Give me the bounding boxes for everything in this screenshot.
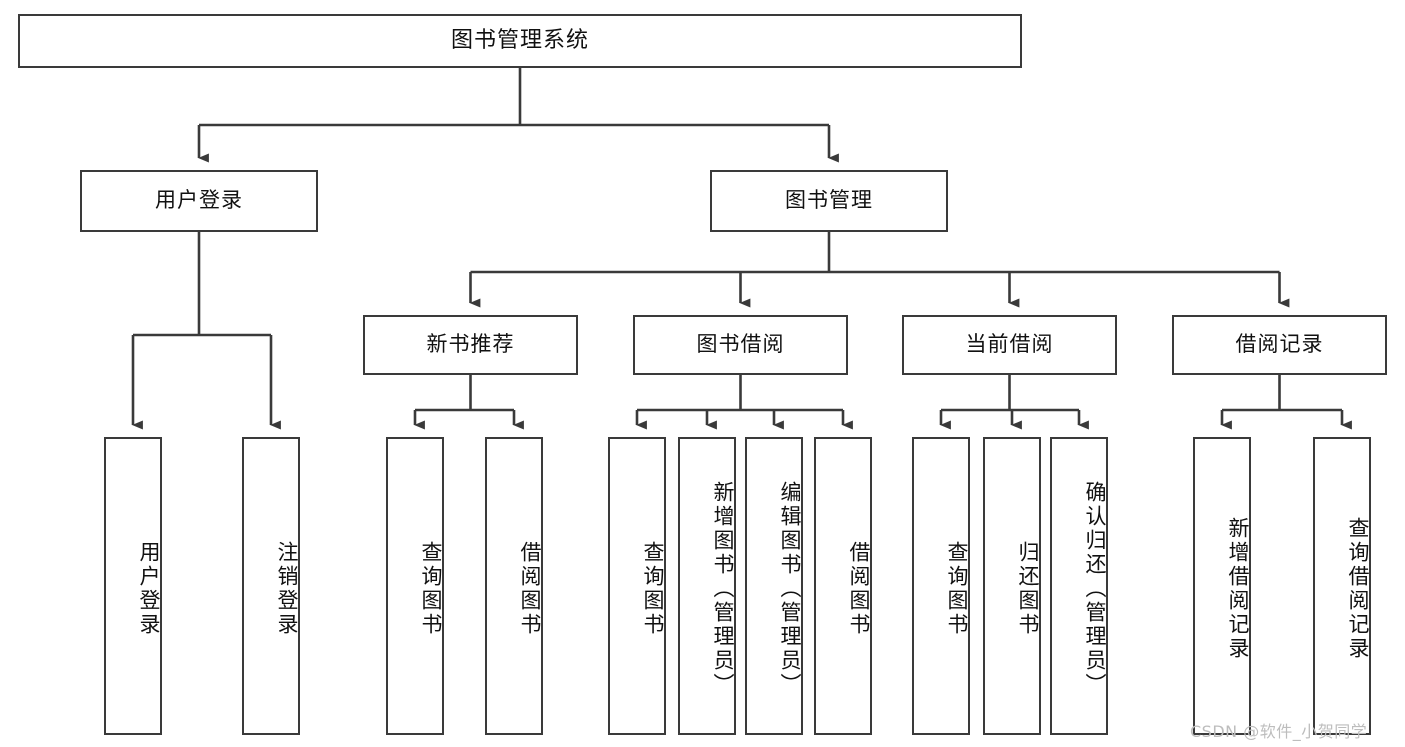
node-root-图书管理系统-label: 图书管理系统 bbox=[450, 27, 589, 53]
node-leaf-confirm-return[interactable]: 确认归还（管理员） bbox=[1050, 437, 1108, 735]
node-leaf-user-login-label: 用户登录 bbox=[137, 541, 161, 637]
node-leaf-query-book-new[interactable]: 查询图书 bbox=[386, 437, 444, 735]
node-leaf-query-book-borrow-label: 查询图书 bbox=[641, 541, 665, 637]
node-leaf-query-book-current-label: 查询图书 bbox=[945, 541, 969, 637]
node-leaf-return-book[interactable]: 归还图书 bbox=[983, 437, 1041, 735]
node-leaf-user-login[interactable]: 用户登录 bbox=[104, 437, 162, 735]
node-leaf-query-record[interactable]: 查询借阅记录 bbox=[1313, 437, 1371, 735]
node-user-login[interactable]: 用户登录 bbox=[80, 170, 318, 232]
node-book-borrow[interactable]: 图书借阅 bbox=[633, 315, 848, 375]
node-leaf-return-book-label: 归还图书 bbox=[1016, 541, 1040, 637]
node-leaf-edit-book-label: 编辑图书（管理员） bbox=[778, 481, 802, 697]
node-leaf-add-record-label: 新增借阅记录 bbox=[1226, 517, 1250, 661]
node-book-borrow-label: 图书借阅 bbox=[696, 332, 785, 357]
node-new-book-recommend[interactable]: 新书推荐 bbox=[363, 315, 578, 375]
node-leaf-query-book-current[interactable]: 查询图书 bbox=[912, 437, 970, 735]
node-book-manage[interactable]: 图书管理 bbox=[710, 170, 948, 232]
node-current-borrow-label: 当前借阅 bbox=[965, 332, 1054, 357]
node-user-login-label: 用户登录 bbox=[155, 188, 243, 213]
node-leaf-add-record[interactable]: 新增借阅记录 bbox=[1193, 437, 1251, 735]
node-new-book-recommend-label: 新书推荐 bbox=[426, 332, 515, 357]
node-leaf-borrow-book[interactable]: 借阅图书 bbox=[814, 437, 872, 735]
node-borrow-record-label: 借阅记录 bbox=[1235, 332, 1324, 357]
node-leaf-logout-login-label: 注销登录 bbox=[275, 541, 299, 637]
node-book-manage-label: 图书管理 bbox=[785, 188, 873, 213]
node-leaf-query-record-label: 查询借阅记录 bbox=[1346, 517, 1370, 661]
node-leaf-borrow-book-new[interactable]: 借阅图书 bbox=[485, 437, 543, 735]
node-leaf-borrow-book-label: 借阅图书 bbox=[847, 541, 871, 637]
node-current-borrow[interactable]: 当前借阅 bbox=[902, 315, 1117, 375]
node-root-图书管理系统[interactable]: 图书管理系统 bbox=[18, 14, 1022, 68]
node-leaf-logout-login[interactable]: 注销登录 bbox=[242, 437, 300, 735]
node-leaf-confirm-return-label: 确认归还（管理员） bbox=[1083, 481, 1107, 697]
node-leaf-borrow-book-new-label: 借阅图书 bbox=[518, 541, 542, 637]
node-leaf-edit-book[interactable]: 编辑图书（管理员） bbox=[745, 437, 803, 735]
node-leaf-query-book-new-label: 查询图书 bbox=[419, 541, 443, 637]
watermark: CSDN @软件_小贺同学 bbox=[1190, 722, 1368, 741]
node-leaf-query-book-borrow[interactable]: 查询图书 bbox=[608, 437, 666, 735]
node-leaf-add-book[interactable]: 新增图书（管理员） bbox=[678, 437, 736, 735]
node-borrow-record[interactable]: 借阅记录 bbox=[1172, 315, 1387, 375]
node-leaf-add-book-label: 新增图书（管理员） bbox=[711, 481, 735, 697]
